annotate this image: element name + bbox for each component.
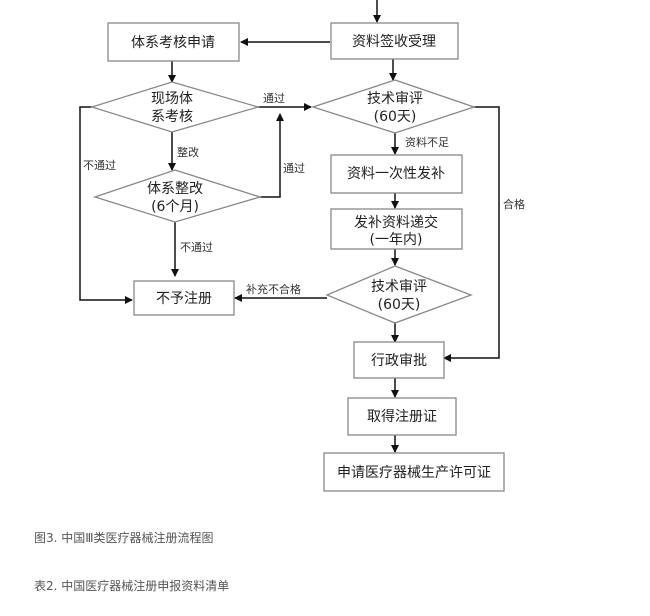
node-supplement-submit xyxy=(330,208,463,250)
node-tech-review-1 xyxy=(310,79,477,134)
arrow-review1-qualified xyxy=(443,106,500,362)
edge-label-pass: 通过 xyxy=(263,92,285,105)
edge-label-docs-insufficient: 资料不足 xyxy=(405,135,449,149)
node-system-audit-apply xyxy=(107,22,240,62)
label-supplement-submit-line1: 发补资料递交 xyxy=(354,214,438,231)
edge-label-supplement-not-qualified: 补充不合格 xyxy=(246,282,301,296)
node-apply-production-license xyxy=(323,452,505,492)
figure-caption: 图3. 中国Ⅲ类医疗器械注册流程图 xyxy=(34,531,214,545)
node-system-rectify xyxy=(92,169,263,223)
node-tech-review-2 xyxy=(325,265,473,324)
registration-flowchart: 体系考核申请 资料签收受理 现场体 系考核 技术审评 (60天) 资料一次性发补… xyxy=(79,0,525,492)
node-doc-supplement xyxy=(330,154,463,194)
label-get-certificate: 取得注册证 xyxy=(367,408,437,425)
label-system-rectify-line2: (6个月) xyxy=(151,199,199,215)
node-onsite-audit xyxy=(89,81,261,133)
label-admin-approval: 行政审批 xyxy=(371,353,427,369)
label-system-rectify-line1: 体系整改 xyxy=(147,181,203,197)
label-doc-supplement: 资料一次性发补 xyxy=(347,166,445,182)
label-onsite-audit-line1: 现场体 xyxy=(151,91,193,107)
label-tech-review-1-line2: (60天) xyxy=(374,109,417,125)
label-tech-review-1-line1: 技术审评 xyxy=(367,91,423,107)
edge-label-not-pass-bottom: 不通过 xyxy=(180,241,213,254)
edge-label-rectify: 整改 xyxy=(177,145,199,159)
arrow-rectify-pass xyxy=(260,113,284,198)
label-onsite-audit-line2: 系考核 xyxy=(151,109,193,125)
edge-label-qualified: 合格 xyxy=(503,197,525,211)
label-no-registration: 不予注册 xyxy=(156,291,212,307)
label-tech-review-2-line1: 技术审评 xyxy=(371,279,427,295)
node-get-certificate xyxy=(347,397,457,436)
label-tech-review-2-line2: (60天) xyxy=(378,297,421,313)
label-apply-production-license: 申请医疗器械生产许可证 xyxy=(337,465,491,481)
node-admin-approval xyxy=(353,341,445,379)
edge-label-not-pass-left: 不通过 xyxy=(83,159,116,172)
label-supplement-submit-line2: (一年内) xyxy=(370,232,423,248)
arrow-onsite-not-pass xyxy=(79,106,133,304)
label-system-audit-apply: 体系考核申请 xyxy=(131,35,215,51)
edge-label-pass-after-rectify: 通过 xyxy=(283,162,305,175)
table-caption: 表2. 中国医疗器械注册申报资料清单 xyxy=(34,579,230,593)
connectors xyxy=(79,0,500,453)
label-doc-receive: 资料签收受理 xyxy=(352,33,436,50)
node-no-registration xyxy=(133,280,235,316)
node-doc-receive xyxy=(330,22,459,60)
